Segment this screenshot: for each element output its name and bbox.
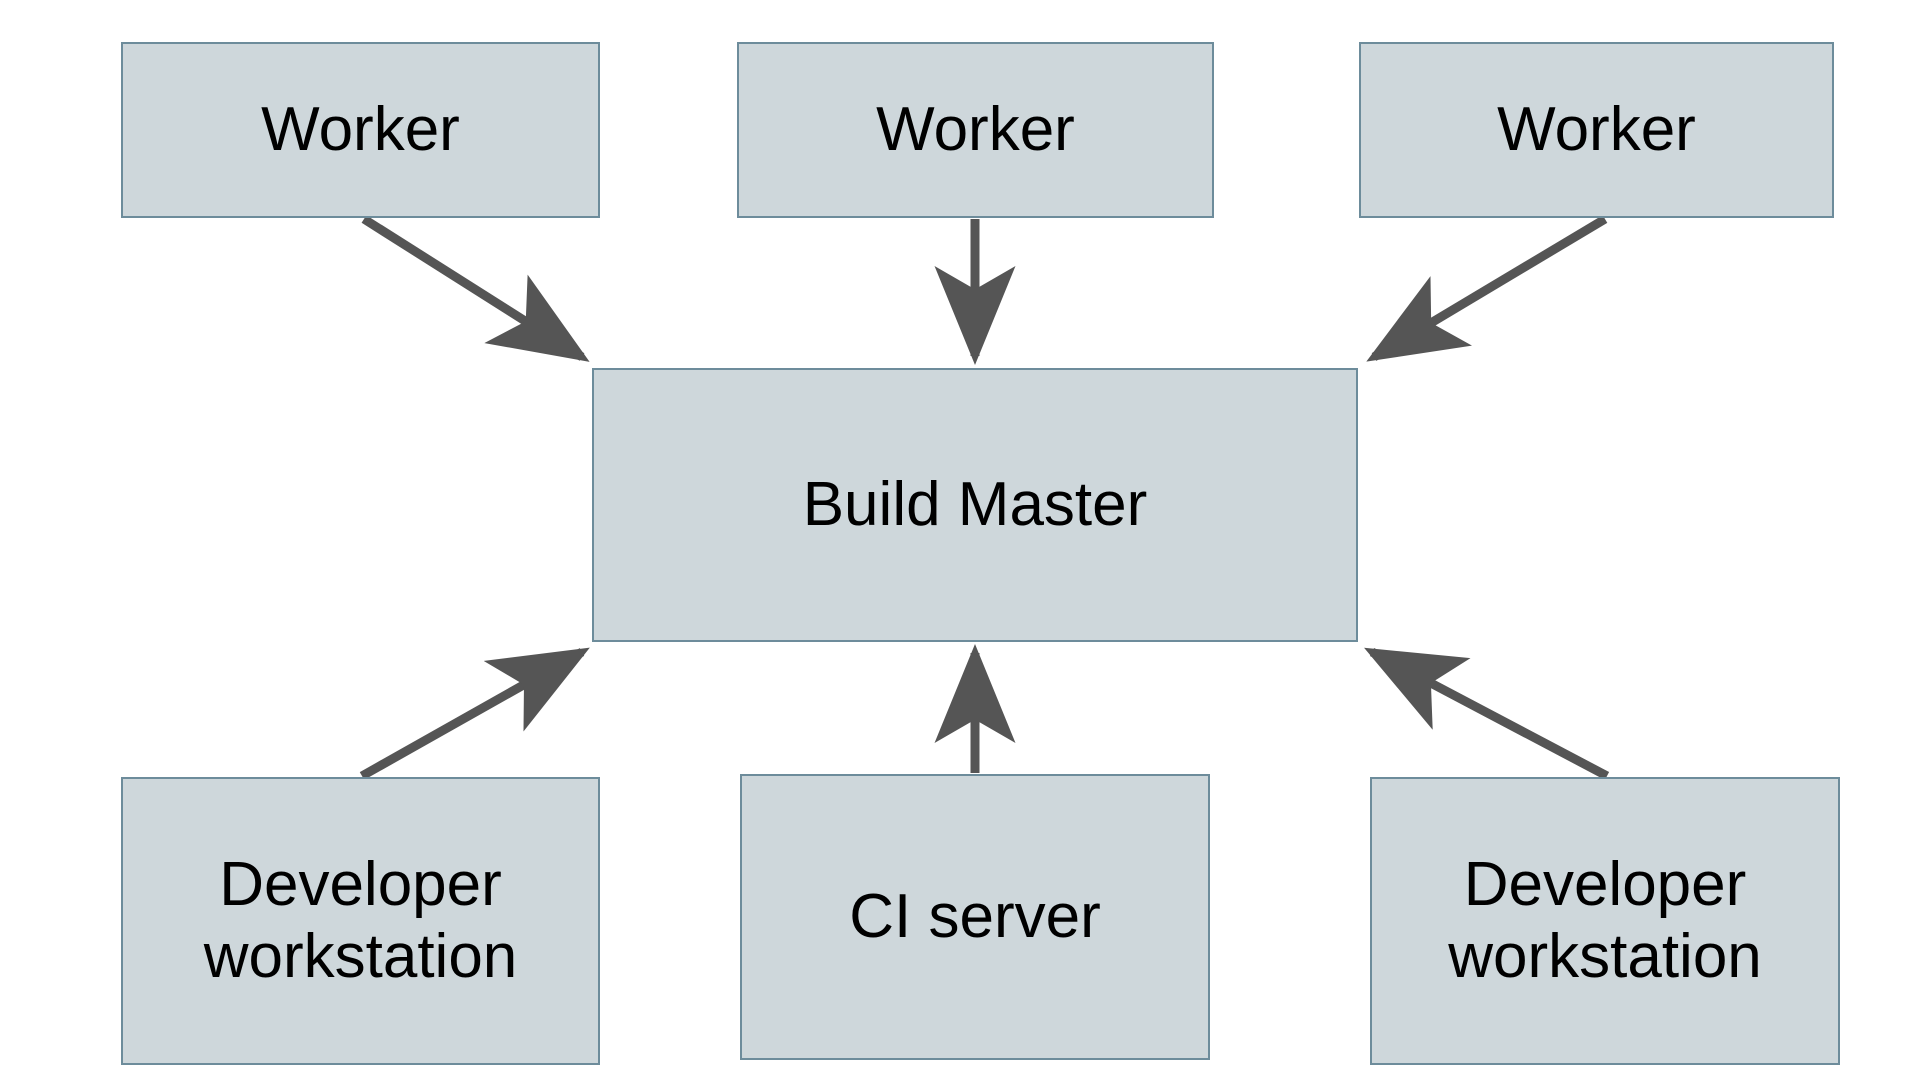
node-ci-server[interactable]: CI server (740, 774, 1210, 1060)
node-worker-3-label: Worker (1497, 95, 1696, 165)
node-developer-workstation-right-label: Developer workstation (1448, 850, 1762, 991)
node-worker-2[interactable]: Worker (737, 42, 1214, 218)
edge-dev-left-to-build-master (359, 647, 590, 780)
node-worker-1[interactable]: Worker (121, 42, 600, 218)
node-developer-workstation-left-label: Developer workstation (203, 850, 518, 991)
node-ci-server-label: CI server (849, 882, 1101, 952)
edge-worker-3-to-build-master (1366, 215, 1608, 362)
edge-worker-1-to-build-master (361, 215, 590, 362)
node-worker-1-label: Worker (261, 95, 460, 165)
edge-dev-right-to-build-master (1364, 647, 1610, 780)
node-worker-2-label: Worker (876, 95, 1075, 165)
node-developer-workstation-left[interactable]: Developer workstation (121, 777, 600, 1065)
node-build-master-label: Build Master (802, 470, 1148, 540)
node-worker-3[interactable]: Worker (1359, 42, 1834, 218)
node-developer-workstation-right[interactable]: Developer workstation (1370, 777, 1840, 1065)
node-build-master[interactable]: Build Master (592, 368, 1358, 642)
